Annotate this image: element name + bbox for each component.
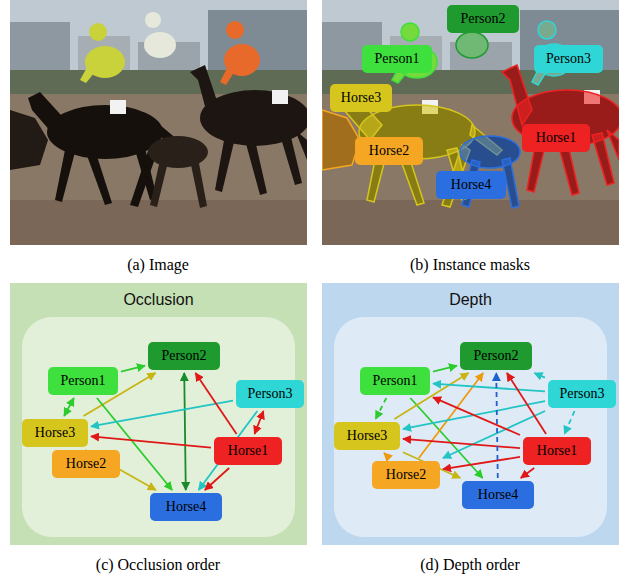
order-arrow: [384, 453, 389, 458]
order-arrow: [83, 373, 155, 416]
panel-caption: (d) Depth order: [420, 556, 520, 574]
instance-label: Horse4: [451, 177, 491, 193]
instance-label: Person3: [559, 386, 604, 402]
instance-box: Horse2: [52, 450, 120, 478]
panel-title: Occlusion: [123, 291, 193, 309]
order-arrow: [564, 411, 574, 434]
instance-label: Horse3: [341, 90, 381, 106]
instance-label: Horse4: [166, 499, 206, 515]
instance-label: Horse1: [536, 130, 576, 146]
order-arrow: [64, 398, 74, 416]
instance-box: Person2: [447, 5, 519, 33]
instance-label: Horse4: [478, 487, 518, 503]
order-arrow: [433, 366, 457, 372]
instance-box: Person3: [548, 380, 616, 408]
order-arrow: [534, 373, 545, 378]
instance-label: Horse1: [228, 443, 268, 459]
instance-label: Horse2: [66, 456, 106, 472]
instance-box: Horse2: [372, 461, 440, 489]
masked-photo: [322, 0, 619, 245]
order-arrow: [255, 411, 264, 434]
panel-caption: (a) Image: [127, 256, 189, 274]
instance-box: Person3: [236, 380, 304, 408]
instance-label: Person2: [473, 348, 518, 364]
order-arrow: [410, 398, 482, 478]
order-arrow: [433, 397, 520, 435]
instance-label: Horse3: [347, 428, 387, 444]
order-arrow: [184, 373, 186, 490]
instance-box: Horse4: [436, 171, 506, 199]
panel-caption: (c) Occlusion order: [96, 556, 220, 574]
order-arrow: [403, 452, 460, 478]
instance-label: Person2: [161, 348, 206, 364]
order-arrow: [376, 398, 387, 419]
order-arrow: [121, 366, 145, 372]
instance-box: Horse1: [522, 124, 590, 152]
instance-label: Person1: [60, 373, 105, 389]
instance-box: Person2: [460, 342, 532, 370]
order-arrow: [97, 398, 172, 490]
instance-label: Person2: [460, 11, 505, 27]
instance-box: Person1: [360, 367, 430, 395]
instance-box: Person2: [148, 342, 220, 370]
order-arrow: [403, 439, 520, 448]
instance-box: Horse2: [355, 137, 423, 165]
instance-box: Horse3: [22, 419, 88, 447]
instance-box: Person1: [362, 45, 432, 73]
order-arrow: [91, 401, 233, 427]
order-arrow: [91, 436, 211, 447]
instance-box: Horse3: [330, 84, 392, 112]
instance-box: Horse1: [523, 437, 591, 465]
instance-label: Horse1: [537, 443, 577, 459]
instance-box: Horse4: [150, 493, 222, 521]
order-arrow: [195, 373, 236, 434]
order-arrow: [433, 384, 545, 392]
order-arrow: [496, 373, 498, 478]
order-arrow: [443, 411, 545, 458]
instance-label: Person3: [247, 386, 292, 402]
order-arrow: [507, 373, 546, 434]
instance-label: Horse3: [35, 425, 75, 441]
instance-label: Person1: [374, 51, 419, 67]
instance-box: Person1: [48, 367, 118, 395]
panel-title: Depth: [449, 291, 492, 309]
order-arrow: [205, 468, 229, 490]
panel-caption: (b) Instance masks: [410, 256, 530, 274]
order-arrow: [443, 457, 520, 469]
instance-label: Horse2: [369, 143, 409, 159]
instance-box: Horse1: [214, 437, 282, 465]
order-arrow: [521, 468, 534, 478]
order-arrow: [394, 373, 468, 419]
instance-label: Horse2: [386, 467, 426, 483]
race-photo: [10, 0, 307, 245]
instance-box: Horse3: [334, 422, 400, 450]
instance-label: Person1: [372, 373, 417, 389]
instance-box: Person3: [534, 45, 603, 73]
instance-label: Person3: [546, 51, 591, 67]
instance-box: Horse4: [462, 481, 534, 509]
